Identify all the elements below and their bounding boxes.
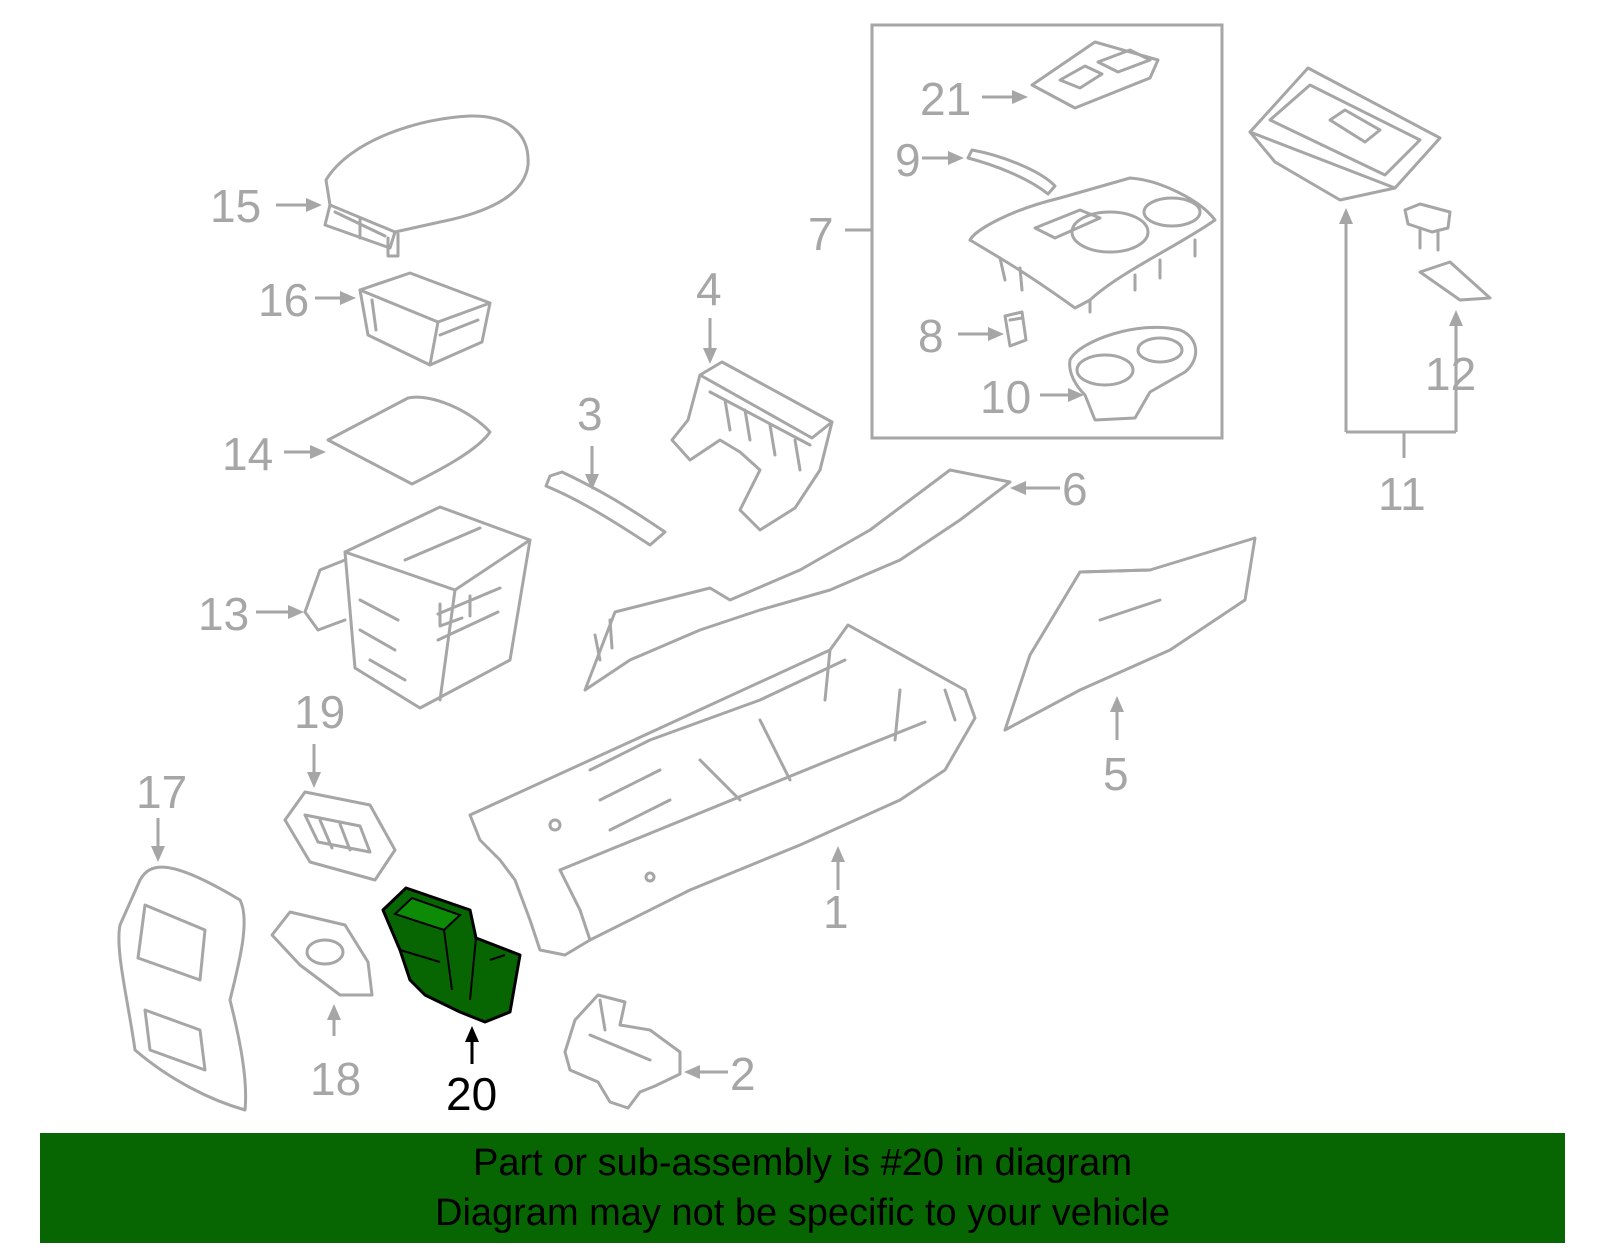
- callout-label-7: 7: [808, 208, 834, 260]
- part-17-rear-panel[interactable]: [117, 865, 248, 1112]
- callout-label-20: 20: [446, 1068, 497, 1120]
- info-banner: Part or sub-assembly is #20 in diagram D…: [40, 1133, 1565, 1243]
- part-14-tray-mat[interactable]: [326, 395, 492, 486]
- callout-label-17: 17: [136, 766, 187, 818]
- part-16-storage-tray[interactable]: [358, 271, 492, 367]
- part-4-shifter-bracket[interactable]: [670, 360, 834, 532]
- part-11-upper-storage[interactable]: [1248, 66, 1442, 202]
- callout-label-2: 2: [730, 1048, 756, 1100]
- part-1-console-body[interactable]: [468, 623, 977, 957]
- callout-label-9: 9: [895, 134, 921, 186]
- banner-line-2: Diagram may not be specific to your vehi…: [435, 1192, 1170, 1234]
- callout-label-5: 5: [1103, 748, 1129, 800]
- callout-label-12: 12: [1425, 348, 1476, 400]
- part-15-armrest-lid[interactable]: [323, 114, 530, 258]
- part-21-switch-bezel[interactable]: [1030, 40, 1160, 110]
- callout-label-3: 3: [577, 388, 603, 440]
- part-2-lower-bracket[interactable]: [563, 993, 682, 1110]
- callout-label-10: 10: [980, 371, 1031, 423]
- callout-label-18: 18: [310, 1053, 361, 1105]
- callout-label-21: 21: [920, 73, 971, 125]
- callout-label-19: 19: [294, 686, 345, 738]
- part-9-trim-insert[interactable]: [966, 148, 1057, 196]
- part-6-console-side-panel[interactable]: [583, 468, 1012, 692]
- part-7-cupholder-bezel[interactable]: [968, 176, 1217, 314]
- callout-label-13: 13: [198, 588, 249, 640]
- part-12-connector[interactable]: [1403, 202, 1492, 302]
- part-13-console-bracket[interactable]: [303, 505, 532, 710]
- part-20-highlighted-duct[interactable]: [381, 886, 522, 1024]
- part-19-rear-vent[interactable]: [283, 790, 397, 882]
- callout-label-6: 6: [1062, 463, 1088, 515]
- part-8-clip[interactable]: [1003, 310, 1028, 348]
- callout-label-16: 16: [258, 274, 309, 326]
- part-5-side-cover[interactable]: [1003, 536, 1257, 732]
- callout-label-14: 14: [222, 428, 273, 480]
- callout-label-15: 15: [210, 180, 261, 232]
- callout-label-4: 4: [696, 263, 722, 315]
- part-18-switch-panel[interactable]: [270, 910, 374, 997]
- banner-line-1: Part or sub-assembly is #20 in diagram: [473, 1142, 1132, 1184]
- part-3-trim-strip[interactable]: [544, 470, 667, 547]
- part-10-cupholder[interactable]: [1068, 325, 1198, 422]
- callout-label-1: 1: [823, 886, 849, 938]
- callout-label-8: 8: [918, 310, 944, 362]
- callout-label-11: 11: [1378, 468, 1426, 520]
